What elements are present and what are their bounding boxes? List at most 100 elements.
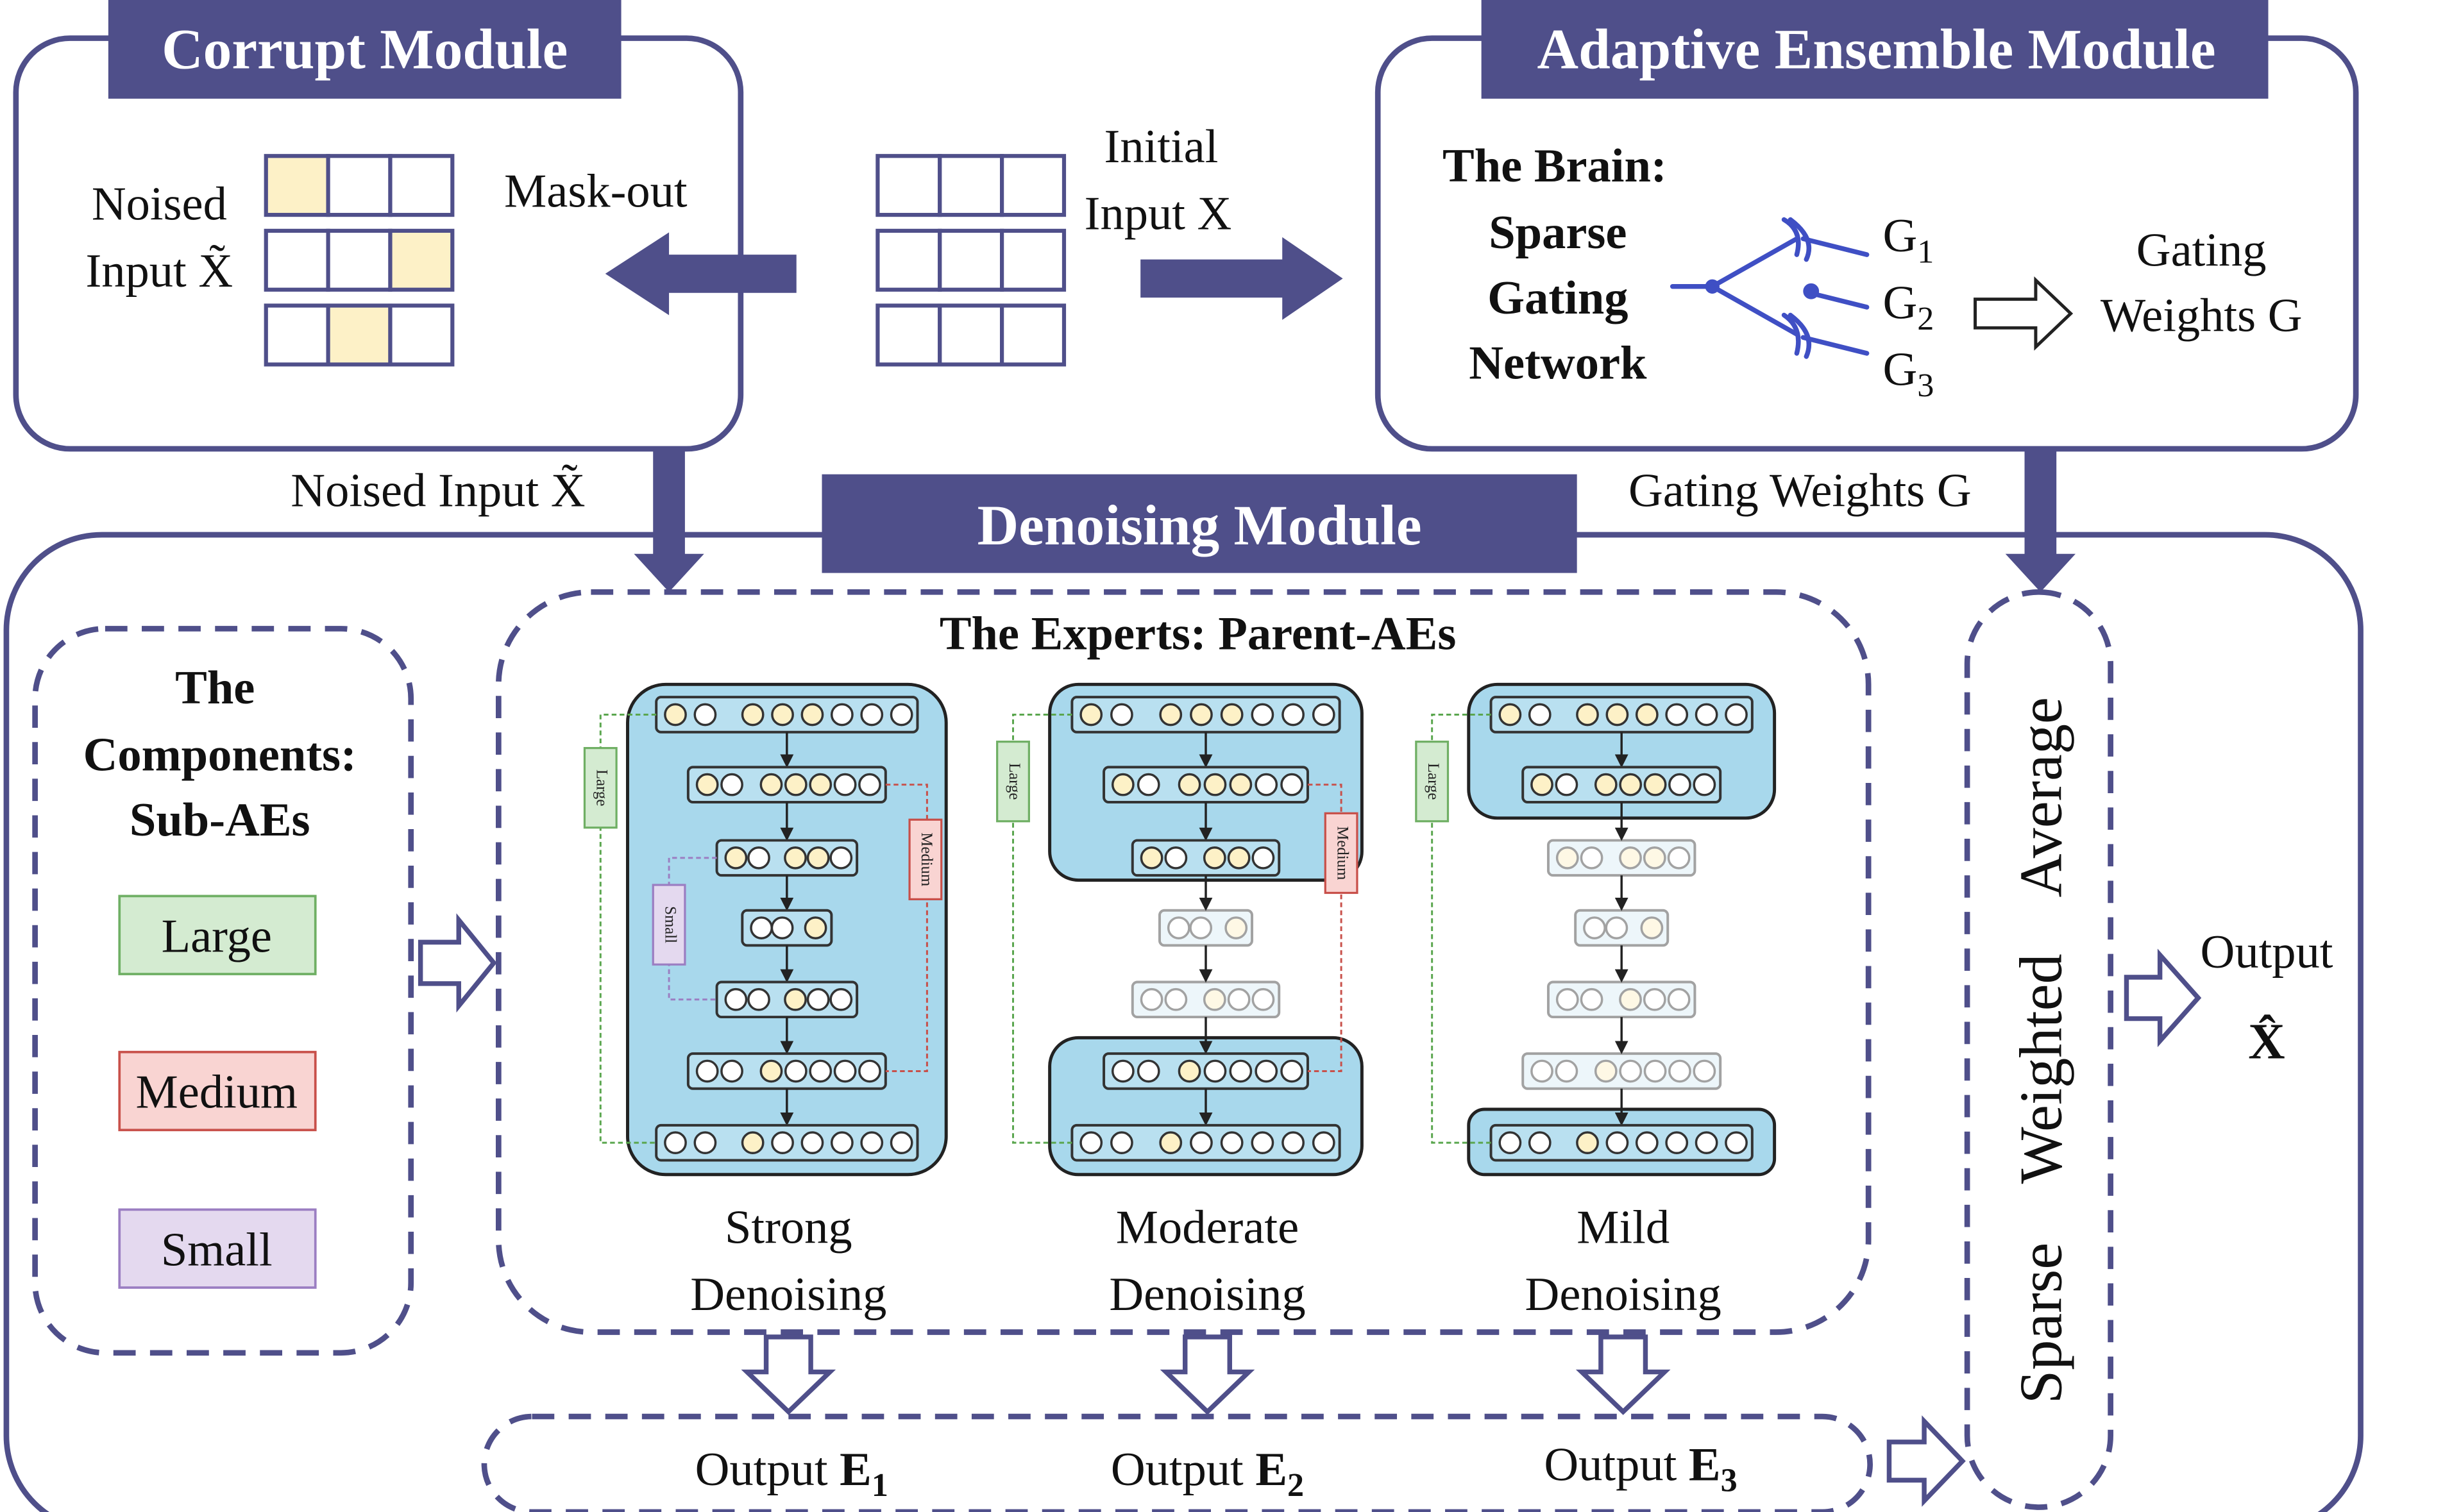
neuron xyxy=(1312,703,1335,727)
aggregator-box xyxy=(1964,589,2113,1510)
neuron xyxy=(833,1059,857,1083)
output-subscript: 2 xyxy=(1287,1467,1304,1504)
neuron xyxy=(1110,703,1133,727)
network-layer xyxy=(686,1052,887,1090)
initial-input: Initial Input X xyxy=(875,121,1343,367)
neuron xyxy=(1140,987,1163,1011)
gate-3-label: G3 xyxy=(1882,344,1934,404)
expert-2-output-arrow xyxy=(1160,1334,1255,1415)
mask-cell xyxy=(326,228,393,292)
neuron xyxy=(860,703,884,727)
neuron xyxy=(1110,1131,1133,1155)
medium-connector xyxy=(885,784,928,1072)
size-large-label: Large xyxy=(162,910,272,962)
network-layer xyxy=(1546,839,1696,877)
expert-mild-name-1: Mild xyxy=(1577,1202,1670,1254)
large-connector-3 xyxy=(1431,713,1491,1144)
size-small-box xyxy=(118,1208,317,1289)
network-layer xyxy=(1574,909,1670,947)
final-output-symbol: X̂ xyxy=(2248,1014,2285,1070)
network-layer xyxy=(686,766,887,803)
ensemble-module-title: Adaptive Ensemble Module xyxy=(1537,18,2216,81)
network-layer xyxy=(1489,1123,1754,1162)
network-layer xyxy=(1489,696,1754,734)
network-layer xyxy=(655,1123,919,1162)
gating-weights-flow-label: Gating Weights G xyxy=(1628,464,1972,517)
output-subscript: 1 xyxy=(872,1467,888,1504)
input-cell xyxy=(938,303,1004,367)
neuron xyxy=(1665,1131,1689,1155)
neuron xyxy=(759,1059,783,1083)
initial-input-grid xyxy=(875,154,1067,367)
neuron xyxy=(1695,703,1718,727)
neuron xyxy=(1605,1131,1629,1155)
denoising-module-title: Denoising Module xyxy=(977,494,1422,557)
neuron xyxy=(1224,916,1248,939)
aggregator-label: Sparse Weighted Average xyxy=(2008,697,2075,1404)
large-tag-3-label: Large xyxy=(1425,763,1442,800)
mask-cell xyxy=(264,154,330,217)
mask-cell xyxy=(264,303,330,367)
neuron xyxy=(1280,1059,1303,1083)
brain-label-2: Sparse xyxy=(1489,206,1627,259)
neuron xyxy=(1594,1059,1618,1083)
neuron xyxy=(695,773,719,796)
network-layer xyxy=(1546,980,1696,1019)
neuron xyxy=(1643,987,1666,1011)
neuron xyxy=(1725,1131,1748,1155)
gate-3-letter: G xyxy=(1882,344,1917,396)
neuron xyxy=(784,773,808,796)
gating-output-arrow xyxy=(1974,276,2074,351)
neuron xyxy=(664,703,687,727)
neuron xyxy=(1695,1131,1718,1155)
neuron xyxy=(1251,846,1275,869)
input-cell xyxy=(875,154,942,217)
mask-out-arrow xyxy=(605,232,797,315)
neuron xyxy=(1643,773,1667,796)
neuron xyxy=(1583,916,1606,939)
neuron xyxy=(693,1131,717,1155)
mask-cell xyxy=(326,154,393,217)
neuron xyxy=(1203,846,1226,869)
neuron xyxy=(1667,846,1691,869)
neuron xyxy=(1251,1131,1274,1155)
brain-label-3: Gating xyxy=(1487,272,1628,324)
neuron xyxy=(720,1059,743,1083)
neuron xyxy=(806,987,830,1011)
mask-cell xyxy=(388,228,455,292)
experts-title: The Experts: Parent-AEs xyxy=(940,608,1457,660)
network-layer xyxy=(1070,696,1341,734)
neuron xyxy=(1498,703,1522,727)
neuron xyxy=(695,1059,719,1083)
input-cell xyxy=(875,228,942,292)
neuron xyxy=(1167,916,1190,939)
large-connector-2 xyxy=(1012,713,1072,1144)
neuron xyxy=(1229,1059,1253,1083)
neuron xyxy=(1227,987,1251,1011)
brain-label-1: The Brain: xyxy=(1442,140,1667,192)
neuron xyxy=(1159,703,1183,727)
neuron xyxy=(833,773,857,796)
neuron xyxy=(1528,1131,1552,1155)
neuron xyxy=(1530,773,1553,796)
neuron xyxy=(1619,846,1642,869)
neuron xyxy=(750,916,773,939)
neuron xyxy=(759,773,783,796)
input-cell xyxy=(938,154,1004,217)
network-layer xyxy=(1103,766,1309,803)
neuron xyxy=(1576,703,1599,727)
gate-subscript: 2 xyxy=(1917,301,1934,337)
neuron xyxy=(1140,846,1163,869)
neuron xyxy=(693,703,717,727)
neuron xyxy=(1312,1131,1335,1155)
gating-weights-label-1: Gating xyxy=(2136,224,2267,277)
network-layer xyxy=(1131,980,1281,1019)
medium-tag-box xyxy=(908,818,943,901)
neuron xyxy=(829,987,853,1011)
neuron xyxy=(1580,987,1603,1011)
corrupt-module: Corrupt Module Noised Input X̃ Mask-out xyxy=(13,0,797,452)
neuron xyxy=(1164,987,1188,1011)
neuron xyxy=(1530,1059,1553,1083)
neuron xyxy=(1203,773,1227,796)
output-subscript: 3 xyxy=(1721,1463,1738,1499)
